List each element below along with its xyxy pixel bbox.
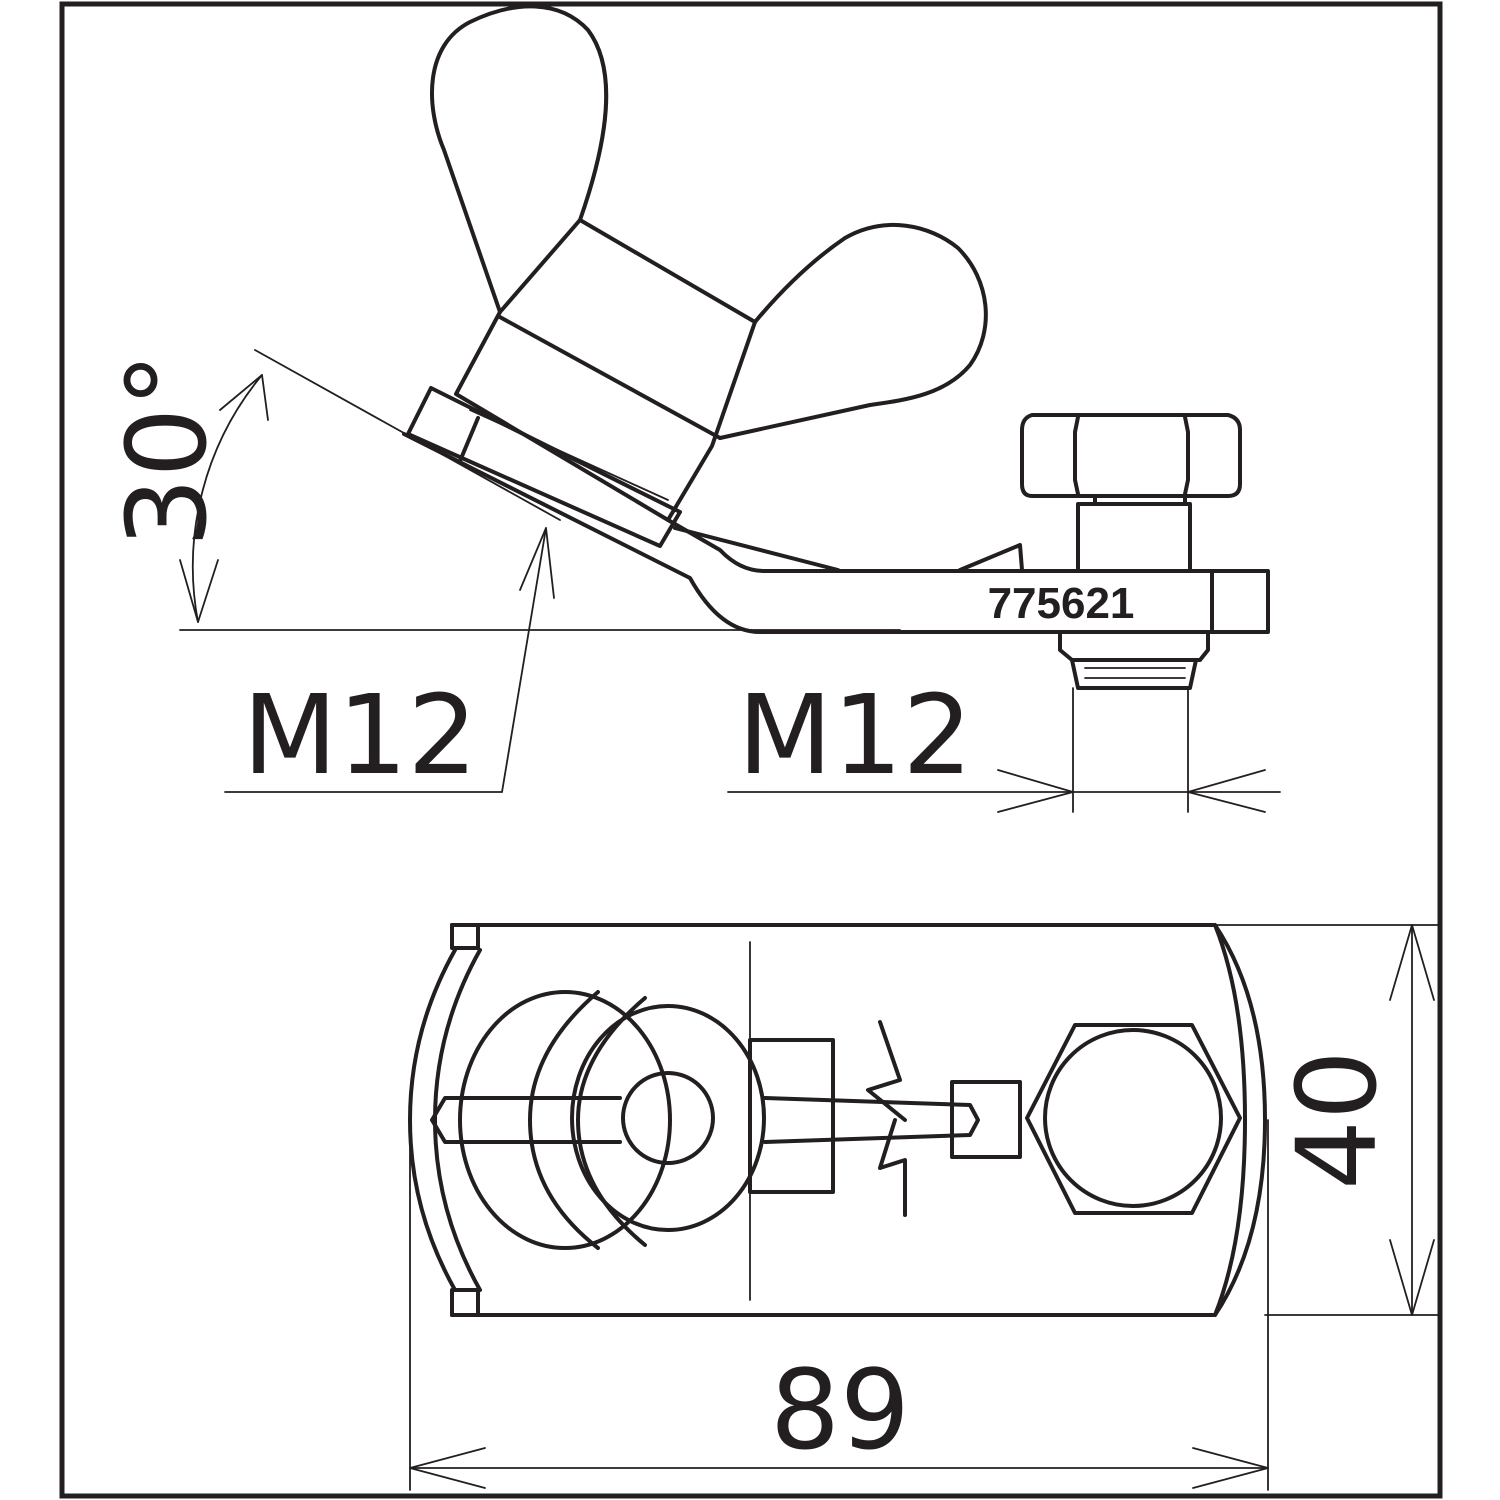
- thread-label-right: M12: [738, 671, 973, 799]
- thread-leader-left: M12: [224, 527, 555, 799]
- top-view: 40 89: [408, 923, 1439, 1491]
- bracket-tab: [748, 1038, 835, 1194]
- height-dimension: 40: [1214, 924, 1439, 1316]
- hex-bolt: [1020, 413, 1242, 690]
- break-symbol-upper: [866, 1020, 907, 1122]
- thread-dimension-right: M12: [727, 671, 1281, 813]
- part-number: 775621: [988, 579, 1135, 628]
- drawing-frame: [59, 1, 1443, 1499]
- height-label: 40: [1273, 1050, 1401, 1190]
- wing-nut-top: [430, 990, 980, 1250]
- width-label: 89: [770, 1346, 910, 1474]
- bracket-outline: [408, 923, 1267, 1317]
- wing-nut: [406, 4, 988, 548]
- width-dimension: 89: [409, 1119, 1269, 1491]
- angle-dimension: 30°: [103, 349, 901, 631]
- thread-label-left: M12: [243, 671, 478, 799]
- bracket-side: [402, 432, 1270, 634]
- side-view: 775621 30° M12 M12: [103, 4, 1281, 813]
- bolt-shoulder: [950, 1080, 1022, 1159]
- angle-label: 30°: [103, 353, 231, 548]
- hex-bolt-top: [1025, 1023, 1242, 1215]
- break-symbol-lower: [878, 1118, 907, 1217]
